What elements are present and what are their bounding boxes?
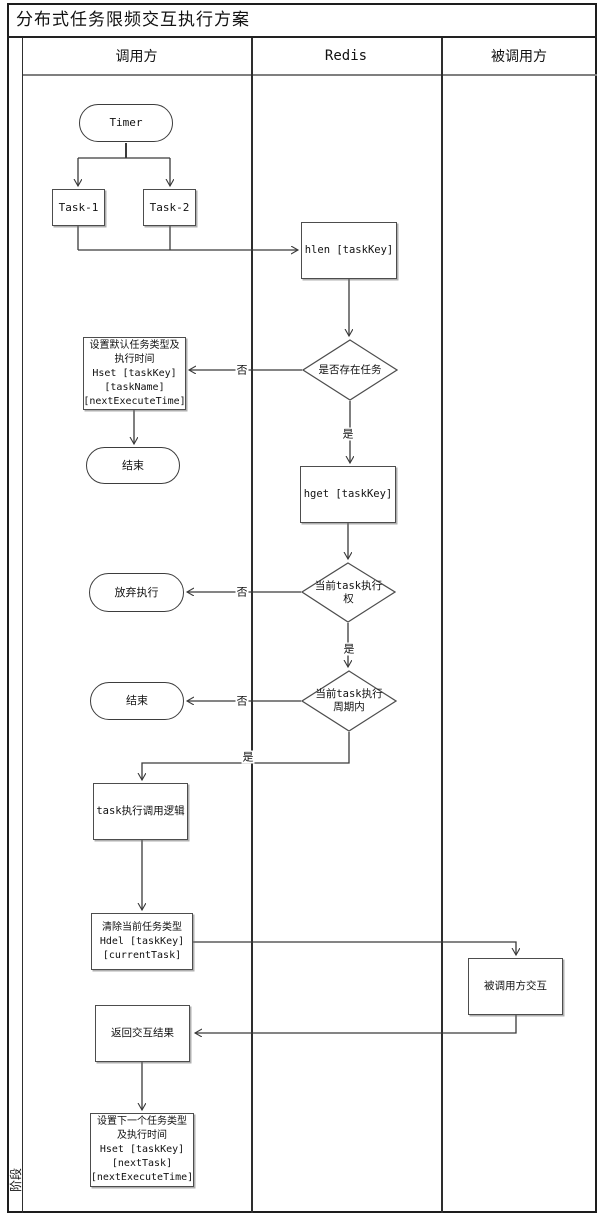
lane-header-caller: 调用方 — [115, 48, 158, 65]
phase-column-divider — [22, 38, 23, 1213]
check-task-right-label: 当前task执行 权 — [314, 579, 383, 605]
task-1-node: Task-1 — [52, 189, 105, 226]
title-divider — [7, 36, 597, 38]
header-divider — [23, 74, 597, 76]
edge-label-yes-exists: 是 — [341, 427, 355, 441]
diamond-shape — [301, 562, 396, 623]
timer-node: Timer — [79, 104, 173, 142]
end-node-1: 结束 — [86, 447, 180, 484]
task-1-label: Task-1 — [58, 200, 99, 214]
clear-current-task-node: 清除当前任务类型 Hdel [taskKey] [currentTask] — [91, 913, 193, 970]
set-next-task-node: 设置下一个任务类型 及执行时间 Hset [taskKey] [nextTask… — [90, 1113, 194, 1187]
set-default-task-node: 设置默认任务类型及 执行时间 Hset [taskKey] [taskName]… — [83, 337, 186, 410]
set-default-task-label: 设置默认任务类型及 执行时间 Hset [taskKey] [taskName]… — [83, 339, 186, 407]
abandon-node: 放弃执行 — [89, 573, 184, 612]
return-result-node: 返回交互结果 — [95, 1005, 190, 1062]
check-task-cycle-decision: 当前task执行 周期内 — [301, 670, 397, 732]
edge-label-no-cycle: 否 — [235, 694, 249, 708]
timer-label: Timer — [109, 116, 143, 129]
lane-header-callee: 被调用方 — [491, 48, 547, 65]
callee-interaction-node: 被调用方交互 — [468, 958, 563, 1015]
diagram-title: 分布式任务限频交互执行方案 — [16, 10, 250, 30]
end-label-1: 结束 — [122, 458, 144, 472]
phase-label: 阶段 — [8, 1168, 23, 1193]
callee-interaction-label: 被调用方交互 — [484, 980, 547, 992]
clear-current-task-label: 清除当前任务类型 Hdel [taskKey] [currentTask] — [99, 921, 185, 961]
task-2-label: Task-2 — [149, 200, 190, 214]
hget-node: hget [taskKey] — [300, 466, 396, 523]
lane-header-redis: Redis — [324, 47, 368, 64]
diamond-shape — [302, 339, 398, 401]
edge-label-no-exists: 否 — [235, 363, 249, 377]
return-result-label: 返回交互结果 — [111, 1027, 174, 1039]
check-task-right-decision: 当前task执行 权 — [301, 562, 396, 623]
task-logic-label: task执行调用逻辑 — [96, 805, 185, 817]
check-task-exists-decision: 是否存在任务 — [302, 339, 398, 401]
end-label-2: 结束 — [126, 694, 148, 707]
lane-divider-caller-redis — [251, 38, 253, 1213]
check-task-cycle-label: 当前task执行 周期内 — [315, 688, 383, 713]
lane-divider-redis-callee — [441, 38, 443, 1213]
hlen-node: hlen [taskKey] — [301, 222, 397, 279]
check-task-exists-label: 是否存在任务 — [318, 363, 382, 376]
outer-border — [7, 3, 597, 1213]
set-next-task-label: 设置下一个任务类型 及执行时间 Hset [taskKey] [nextTask… — [90, 1116, 194, 1183]
diamond-shape — [301, 670, 397, 732]
edge-label-yes-cycle: 是 — [241, 750, 255, 764]
edge-label-no-right: 否 — [235, 585, 249, 599]
abandon-label: 放弃执行 — [114, 585, 159, 599]
edge-label-yes-right: 是 — [342, 642, 356, 656]
task-2-node: Task-2 — [143, 189, 196, 226]
hlen-label: hlen [taskKey] — [304, 244, 394, 256]
hget-label: hget [taskKey] — [303, 488, 393, 500]
end-node-2: 结束 — [90, 682, 184, 720]
task-logic-node: task执行调用逻辑 — [93, 783, 188, 840]
